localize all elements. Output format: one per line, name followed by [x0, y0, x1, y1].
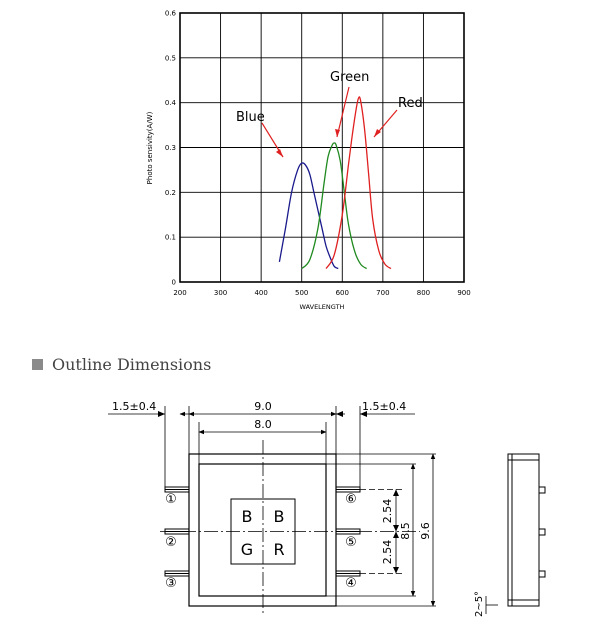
chart-series	[278, 96, 392, 270]
series-line-blue	[278, 162, 339, 270]
series-line-green	[301, 142, 368, 270]
x-tick-label: 700	[376, 289, 389, 297]
pin-number-left-3: ③	[165, 576, 177, 591]
y-tick-label: 0.5	[165, 54, 176, 62]
x-tick-label: 800	[417, 289, 430, 297]
dim-width-outer: 9.0	[254, 400, 272, 413]
y-tick-label: 0.1	[165, 234, 176, 242]
y-tick-label: 0.6	[165, 10, 177, 18]
y-tick-label: 0.4	[165, 99, 177, 107]
pin-number-left-1: ①	[165, 492, 177, 507]
dim-pitch-left: 1.5±0.4	[112, 400, 156, 413]
series-label-blue: Blue	[236, 110, 265, 125]
spectral-sensitivity-chart: 200 300 400 500 600 700 800 900 0 0.1 0.2 0.3 0.4 0.5…	[146, 10, 471, 312]
section-title: Outline Dimensions	[52, 354, 212, 374]
dim-height-outer: 9.6	[419, 522, 432, 540]
dim-height-inner: 8.5	[399, 522, 412, 540]
series-line-red	[325, 96, 392, 270]
right-extension-lines	[326, 453, 436, 607]
y-tick-label: 0.3	[165, 144, 176, 152]
series-label-red-arrowhead	[374, 129, 381, 137]
outline-dimensions-drawing: B B G R ① ② ③ ⑥ ⑤ ④ 1.5±0.4 9.0 8.0 1.5±…	[108, 400, 546, 617]
sensor-cell-bottom-right: R	[273, 540, 284, 559]
x-tick-label: 900	[457, 289, 470, 297]
dim-width-inner: 8.0	[254, 418, 272, 431]
package-inner-outline	[198, 463, 327, 597]
series-label-red: Red	[398, 96, 423, 111]
dim-pin-pitch-bottom: 2.54	[381, 540, 394, 565]
pin-number-left-2: ②	[165, 535, 177, 550]
x-tick-label: 600	[336, 289, 349, 297]
x-tick-label: 200	[173, 289, 186, 297]
series-label-green: Green	[330, 70, 369, 85]
side-view	[507, 453, 546, 607]
section-bullet-square-icon	[32, 358, 43, 370]
series-label-blue-arrowhead	[276, 149, 283, 157]
sensor-cell-top-right: B	[274, 507, 285, 526]
y-tick-label: 0	[172, 279, 176, 287]
x-axis-label: WAVELENGTH	[300, 303, 345, 311]
sensor-cell-bottom-left: G	[241, 540, 253, 559]
pin-number-right-6: ⑥	[345, 492, 357, 507]
package-outer-outline	[188, 453, 337, 607]
x-tick-label: 300	[214, 289, 227, 297]
pin-number-right-5: ⑤	[345, 535, 357, 550]
chart-ticks: 200 300 400 500 600 700 800 900 0 0.1 0.2 0.3 0.4 0.5…	[165, 10, 471, 298]
y-tick-label: 0.2	[165, 189, 176, 197]
section-heading: Outline Dimensions	[32, 352, 211, 376]
dim-pitch-right: 1.5±0.4	[362, 400, 406, 413]
chart-grid	[179, 12, 465, 283]
dim-lead-angle: 2~5°	[474, 591, 485, 617]
sensor-cell-top-left: B	[242, 507, 253, 526]
x-tick-label: 400	[254, 289, 267, 297]
x-tick-label: 500	[295, 289, 308, 297]
y-axis-label: Photo sensivity(A/W)	[146, 111, 154, 184]
sensor-array-outline	[230, 498, 296, 565]
pin-number-right-4: ④	[345, 576, 357, 591]
dim-pin-pitch-top: 2.54	[381, 499, 394, 524]
series-label-green-arrow	[336, 86, 350, 138]
series-label-green-arrowhead	[335, 129, 340, 137]
